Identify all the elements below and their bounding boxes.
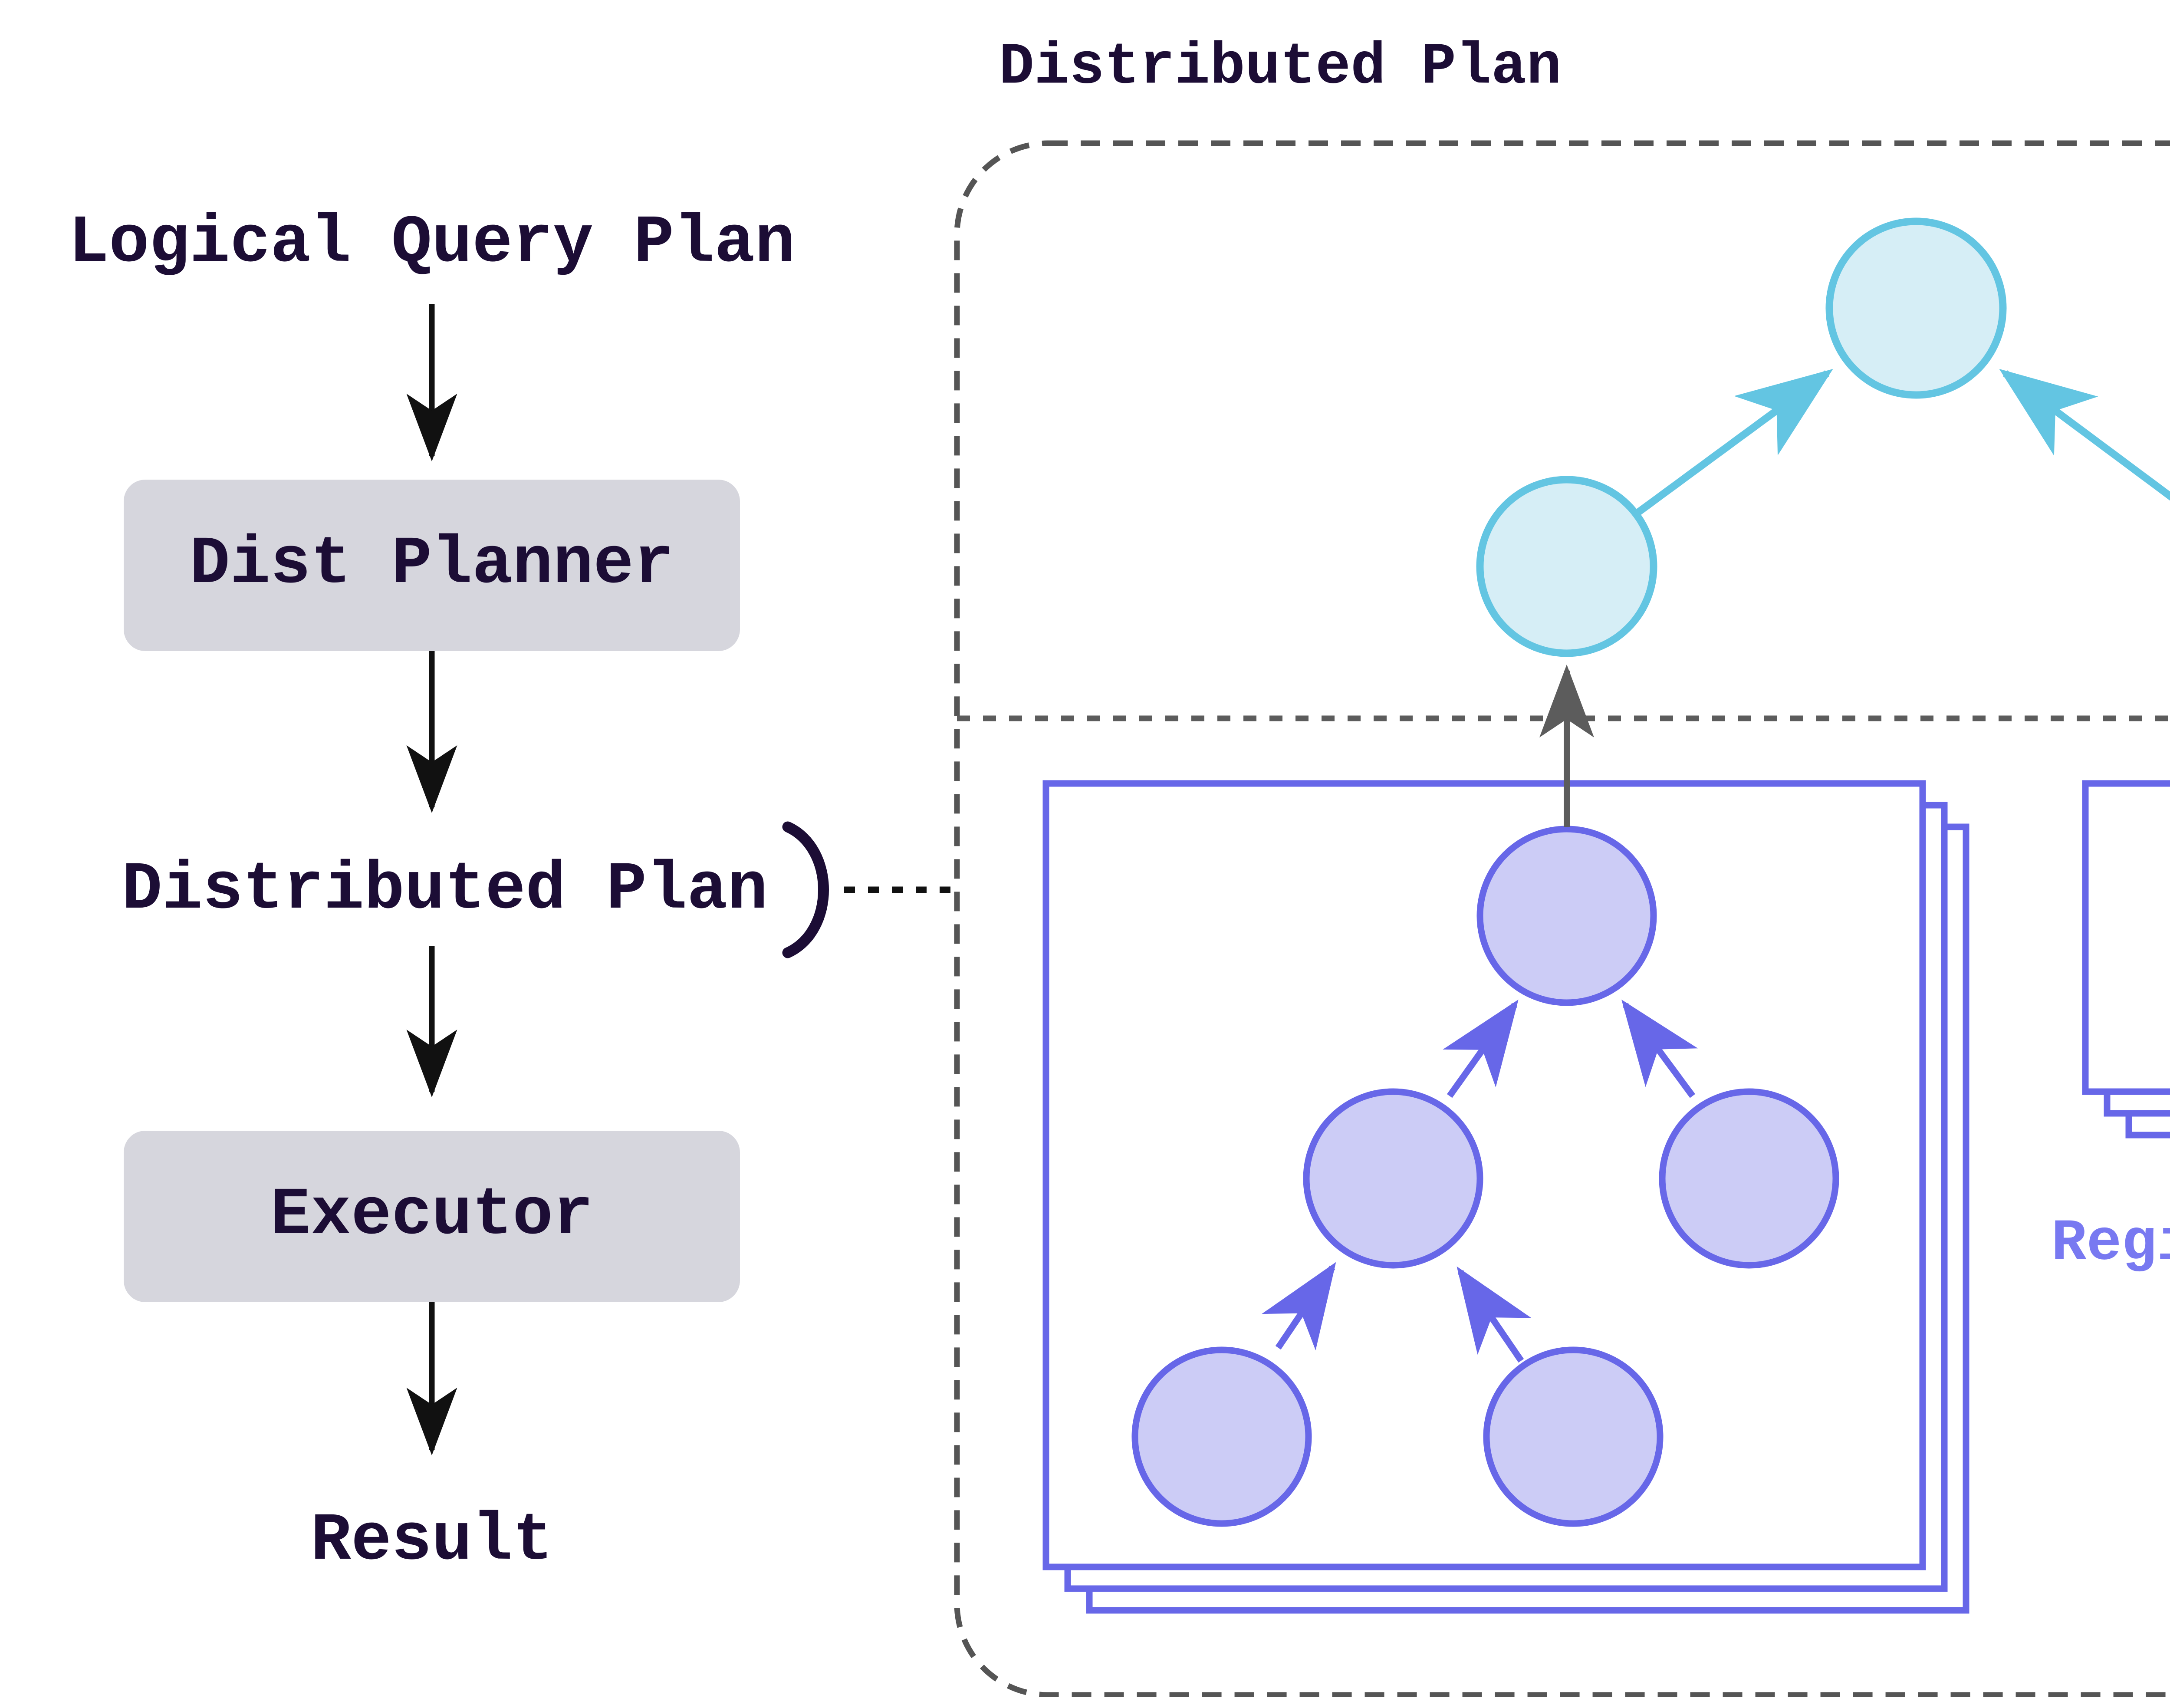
edge-frontend-left-to-root <box>1636 369 1833 515</box>
datanode-node-bottom-right <box>1483 1346 1664 1527</box>
left-flowchart: Logical Query Plan Dist Planner Distribu… <box>69 205 957 1579</box>
datanode-node-bottom-left <box>1131 1346 1312 1527</box>
datanode-node-root <box>1476 826 1657 1006</box>
edge-bottomright-to-midleft <box>1457 1266 1532 1363</box>
distributed-plan-panel: Distributed Plan Frontend Stage Datanode… <box>954 34 2170 1698</box>
region-stack-right <box>2082 780 2170 1139</box>
distributed-plan-left-label: Distributed Plan <box>122 852 768 928</box>
result-label: Result <box>311 1503 553 1579</box>
regions-label: Regions <box>2051 1211 2170 1277</box>
edge-midright-to-root <box>1621 999 1698 1098</box>
executor-label: Executor <box>270 1177 593 1254</box>
executor-box <box>124 1131 740 1302</box>
logical-query-plan-label: Logical Query Plan <box>69 205 795 281</box>
edge-bottomleft-to-midleft <box>1262 1262 1336 1351</box>
datanode-node-mid-right <box>1659 1088 1839 1269</box>
edge-frontend-right-to-root <box>1999 369 2170 501</box>
frontend-node-left <box>1476 476 1657 657</box>
brace-connector-icon <box>782 821 829 958</box>
distributed-plan-title: Distributed Plan <box>999 34 1562 101</box>
datanode-node-mid-left <box>1303 1088 1483 1269</box>
region-stack-right-layer-1 <box>2082 780 2170 1095</box>
region-stack-left <box>1042 780 1969 1614</box>
dist-planner-box <box>124 480 740 651</box>
edge-midleft-to-root <box>1443 999 1519 1098</box>
distributed-plan-boundary <box>954 140 2170 1698</box>
dist-planner-label: Dist Planner <box>190 526 674 602</box>
frontend-node-root <box>1825 217 2007 399</box>
